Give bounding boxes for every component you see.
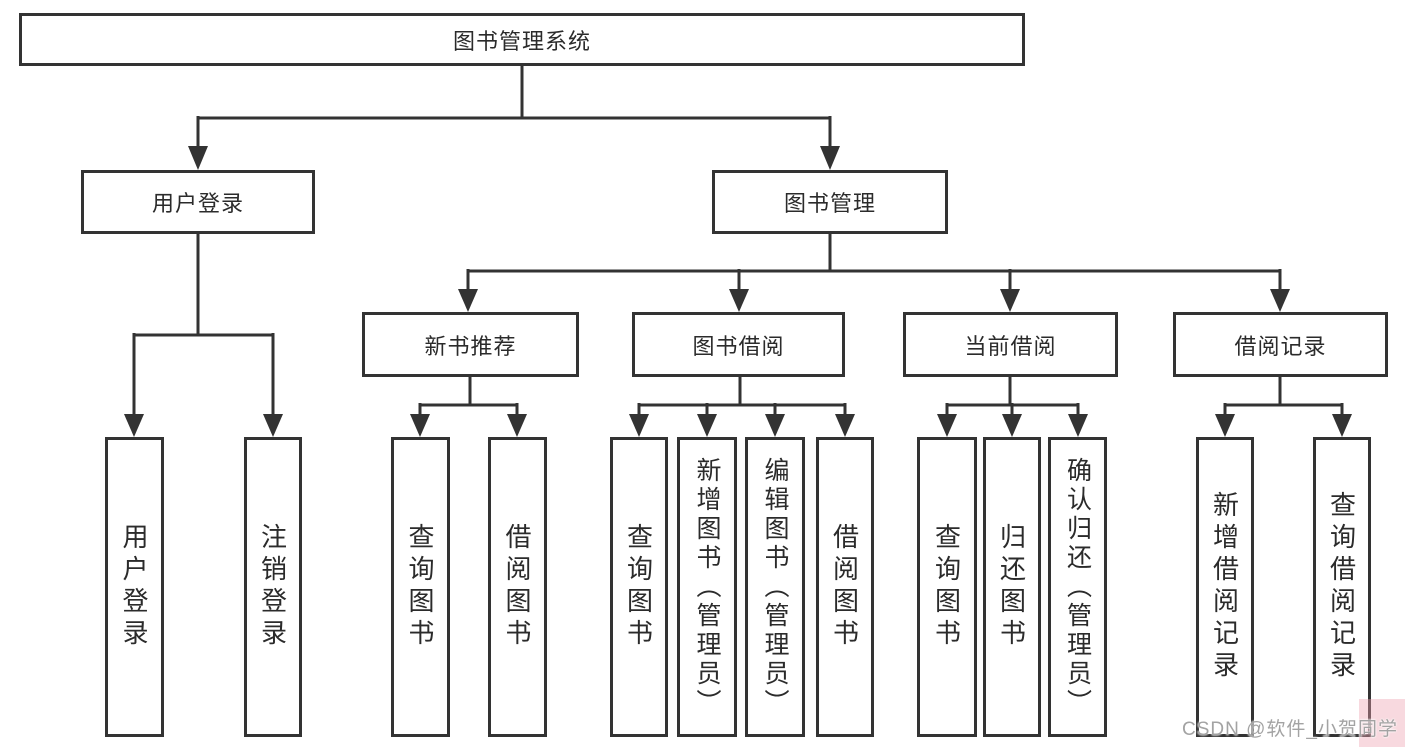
leaf-query-borrow-record: 查询借阅记录 [1313,437,1371,737]
node-borrow-records: 借阅记录 [1173,312,1388,377]
arrowheads [124,146,1352,437]
leaf-query-books-current: 查询图书 [917,437,977,737]
leaf-user-login: 用户登录 [105,437,164,737]
node-user-login: 用户登录 [81,170,315,234]
leaf-logout: 注销登录 [244,437,302,737]
watermark: CSDN @软件_小贺同学 [1182,719,1398,740]
node-library-system: 图书管理系统 [19,13,1025,66]
node-new-book-recommend: 新书推荐 [362,312,579,377]
leaf-edit-book-admin: 编辑图书（管理员） [745,437,805,737]
node-book-management: 图书管理 [712,170,948,234]
leaf-confirm-return-admin: 确认归还（管理员） [1048,437,1107,737]
leaf-return-book: 归还图书 [983,437,1041,737]
leaf-borrow-books: 借阅图书 [816,437,874,737]
watermark-accent [1359,699,1405,747]
node-book-borrow: 图书借阅 [632,312,845,377]
leaf-query-books-borrow: 查询图书 [610,437,668,737]
leaf-add-book-admin: 新增图书（管理员） [677,437,737,737]
leaf-borrow-books-recommend: 借阅图书 [488,437,547,737]
leaf-query-books-recommend: 查询图书 [391,437,450,737]
node-current-borrow: 当前借阅 [903,312,1118,377]
leaf-add-borrow-record: 新增借阅记录 [1196,437,1254,737]
